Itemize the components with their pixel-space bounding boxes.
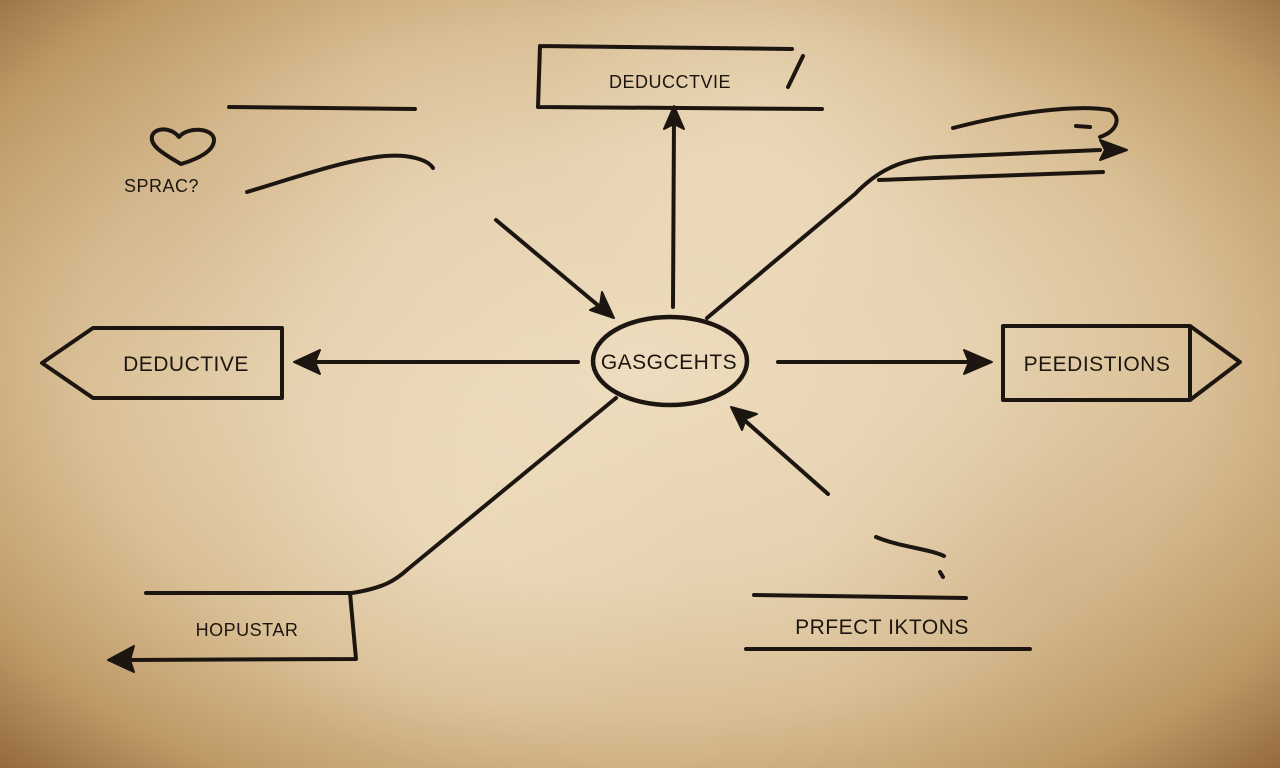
arrowhead-right <box>963 349 993 375</box>
bottom-right-upper-line <box>752 593 968 600</box>
arrowhead-bottomright-in <box>730 406 758 431</box>
center-node: GASGCEHTS <box>590 314 750 408</box>
right-box: PEEDISTIONS <box>1001 324 1242 402</box>
arrowhead-topright <box>1099 139 1128 161</box>
bottom-left-box-outline <box>116 591 358 662</box>
connector-center-to-topright <box>705 148 1102 320</box>
connector-bottomright-into-center <box>740 416 830 496</box>
left-box: DEDUCTIVE <box>40 326 284 400</box>
connector-topleft-into-center <box>494 218 602 309</box>
bottom-right-squiggle <box>874 535 946 579</box>
bottom-left-arrowhead <box>107 645 135 673</box>
connector-center-to-top <box>671 114 676 309</box>
top-box-outline <box>536 44 824 111</box>
bottom-right-label: PRFECT IKTONS <box>795 616 969 639</box>
bottom-left-box: HOPUSTAR <box>107 591 358 673</box>
top-right-curve <box>951 106 1119 139</box>
bottom-right-label-group: PRFECT IKTONS <box>744 535 1032 651</box>
center-label: GASGCEHTS <box>601 351 737 374</box>
arrowhead-topleft-in <box>589 291 615 319</box>
top-left-line-2 <box>245 153 435 194</box>
right-box-label: PEEDISTIONS <box>1024 353 1171 376</box>
right-box-outline <box>1001 324 1242 402</box>
top-left-note-label: SPRAC? <box>124 176 199 196</box>
connector-center-to-bottomleft <box>350 396 618 595</box>
left-box-outline <box>40 326 284 400</box>
connectors <box>293 105 1128 595</box>
top-box: DEDUCCTVIE <box>536 44 824 111</box>
arrowhead-left <box>293 349 321 375</box>
heart-icon <box>149 127 216 166</box>
bottom-left-box-label: HOPUSTAR <box>196 620 299 640</box>
top-right-line <box>877 170 1105 182</box>
arrowhead-top <box>663 105 685 130</box>
top-left-line-1 <box>227 105 417 111</box>
top-box-tick <box>786 54 805 89</box>
top-right-flourish <box>877 106 1119 182</box>
center-oval <box>590 314 750 408</box>
left-box-label: DEDUCTIVE <box>123 353 249 376</box>
top-left-note: SPRAC? <box>124 105 435 196</box>
top-box-label: DEDUCCTVIE <box>609 72 731 92</box>
